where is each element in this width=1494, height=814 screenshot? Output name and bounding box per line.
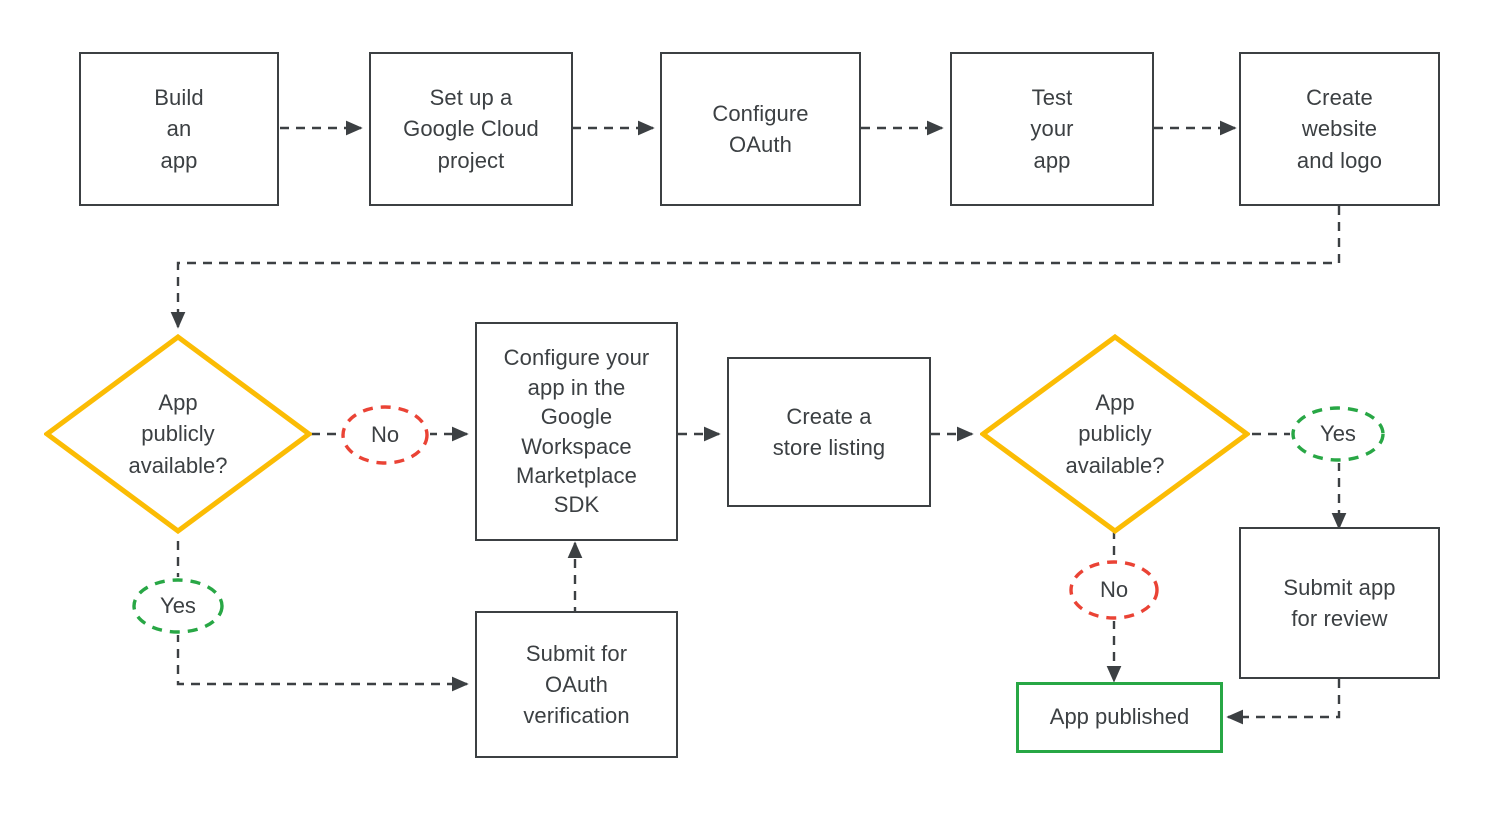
yes-ellipse-2 bbox=[1291, 406, 1385, 462]
node-configure-oauth-label: Configure OAuth bbox=[712, 100, 809, 157]
node-submit-app-for-review-label: Submit app for review bbox=[1283, 574, 1396, 631]
no-ellipse-1 bbox=[341, 405, 429, 465]
node-decision-2-label: App publicly available? bbox=[1065, 390, 1165, 478]
node-submit-app-for-review[interactable]: Submit app for review bbox=[1239, 527, 1440, 679]
edge-review-to-published bbox=[1226, 679, 1341, 725]
node-test-app[interactable]: Test your app bbox=[950, 52, 1154, 206]
node-test-app-label: Test your app bbox=[1030, 85, 1074, 173]
diamond-shape-1 bbox=[44, 334, 312, 534]
node-build-app-label: Build an app bbox=[154, 85, 204, 173]
node-decision-public-availability-2[interactable]: App publicly available? bbox=[980, 334, 1250, 534]
node-create-website[interactable]: Create website and logo bbox=[1239, 52, 1440, 206]
node-create-website-label: Create website and logo bbox=[1296, 85, 1383, 173]
edge-label-no-1-text: No bbox=[370, 422, 400, 447]
node-decision-1-label: App publicly available? bbox=[128, 390, 228, 478]
edge-label-no-2: No bbox=[1068, 559, 1160, 621]
no-ellipse-2 bbox=[1069, 560, 1159, 620]
edge-yes-to-oauthverif bbox=[176, 633, 469, 692]
edge-website-to-decision1 bbox=[170, 206, 1341, 329]
edge-label-yes-1: Yes bbox=[131, 577, 225, 635]
node-configure-sdk[interactable]: Configure your app in the Google Workspa… bbox=[475, 322, 678, 541]
node-app-published[interactable]: App published bbox=[1016, 682, 1223, 753]
edge-label-no-1: No bbox=[340, 404, 430, 466]
diamond-shape-2 bbox=[980, 334, 1250, 534]
node-create-store-listing[interactable]: Create a store listing bbox=[727, 357, 931, 507]
edge-label-yes-2: Yes bbox=[1290, 405, 1386, 463]
edge-label-yes-2-text: Yes bbox=[1320, 421, 1356, 446]
node-create-store-listing-label: Create a store listing bbox=[772, 403, 886, 460]
node-gcp-project-label: Set up a Google Cloud project bbox=[403, 85, 539, 173]
edge-label-yes-1-text: Yes bbox=[160, 593, 196, 618]
yes-ellipse-1 bbox=[132, 578, 224, 634]
node-app-published-label: App published bbox=[1049, 704, 1190, 730]
node-configure-oauth[interactable]: Configure OAuth bbox=[660, 52, 861, 206]
edge-label-no-2-text: No bbox=[1099, 577, 1129, 602]
node-oauth-verification[interactable]: Submit for OAuth verification bbox=[475, 611, 678, 758]
node-oauth-verification-label: Submit for OAuth verification bbox=[523, 640, 630, 729]
node-configure-sdk-label: Configure your app in the Google Workspa… bbox=[503, 345, 650, 518]
node-gcp-project[interactable]: Set up a Google Cloud project bbox=[369, 52, 573, 206]
node-build-app[interactable]: Build an app bbox=[79, 52, 279, 206]
node-decision-public-availability-1[interactable]: App publicly available? bbox=[44, 334, 312, 534]
